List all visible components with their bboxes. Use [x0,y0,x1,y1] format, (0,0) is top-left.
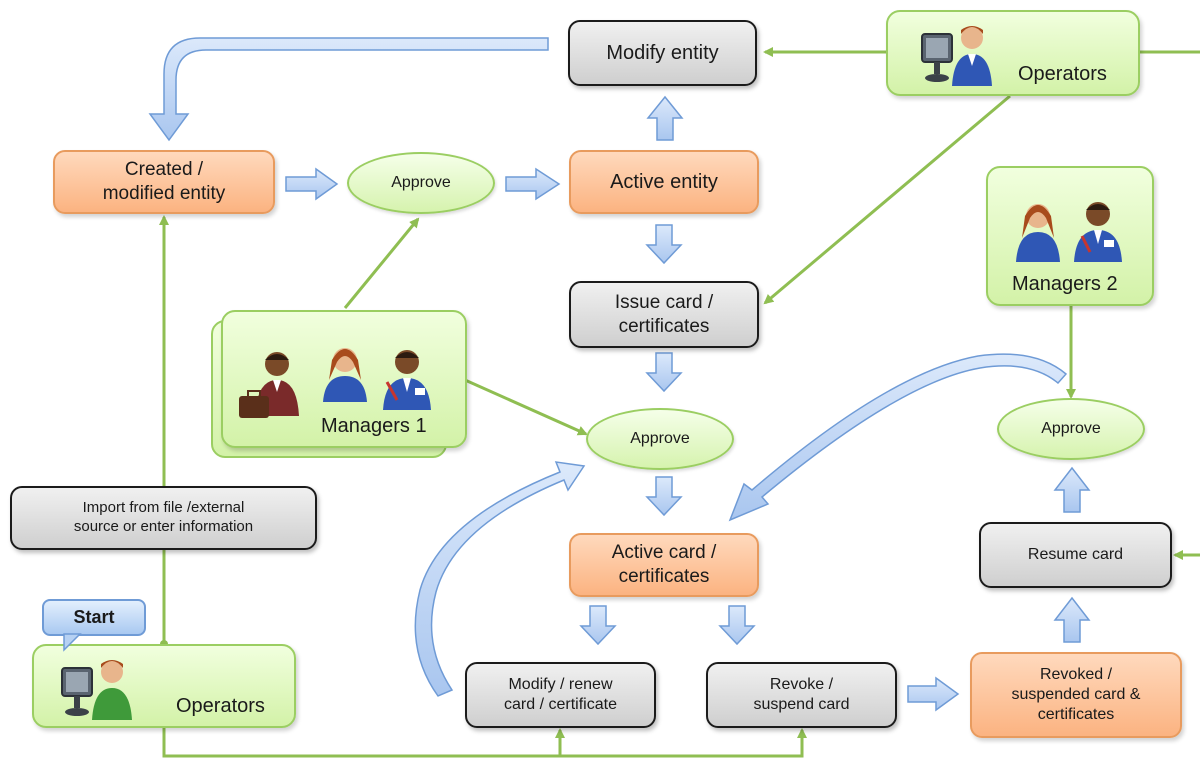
managers-1-group[interactable]: Managers 1 [221,310,467,448]
revoke-line2: suspend card [753,696,850,713]
manager-woman-icon [323,348,367,402]
modify-renew-node[interactable]: Modify / renew card / certificate [465,662,656,728]
operator-at-computer-icon [61,660,132,720]
revoked-line2: suspended card & [1011,686,1141,703]
created-entity-node[interactable]: Created / modified entity [53,150,275,214]
operator-at-computer-icon [921,26,992,86]
issue-card-line2: certificates [618,315,710,337]
modify-renew-line2: card / certificate [504,696,617,713]
manager-with-briefcase-icon [239,352,299,418]
active-card-line1: Active card / [611,542,717,564]
resume-card-node[interactable]: Resume card [979,522,1172,588]
active-entity-node[interactable]: Active entity [569,150,759,214]
revoked-node[interactable]: Revoked / suspended card & certificates [970,652,1182,738]
start-label: Start [73,607,115,627]
managers-1-label: Managers 1 [321,415,427,437]
revoked-line1: Revoked / [1039,666,1113,683]
green-connectors [159,47,1200,758]
approve-card-node[interactable]: Approve [586,408,734,470]
active-card-line2: certificates [618,566,710,587]
approve-entity-node[interactable]: Approve [347,152,495,214]
created-entity-line1: Created / [124,159,204,181]
import-line2: source or enter information [73,518,254,535]
managers-2-label: Managers 2 [1012,273,1118,295]
start-callout: Start [42,599,146,636]
modify-entity-node[interactable]: Modify entity [568,20,757,86]
manager-signing-icon [383,350,431,410]
active-entity-label: Active entity [610,170,718,193]
import-line1: Import from file /external [82,499,245,517]
revoked-line3: certificates [1037,706,1115,723]
operators-bottom-group[interactable]: Operators [32,644,296,728]
issue-card-line1: Issue card / [614,291,714,313]
resume-card-label: Resume card [1027,546,1124,563]
approve-card-label: Approve [630,430,690,447]
approve-resume-node[interactable]: Approve [997,398,1145,460]
operators-top-label: Operators [1018,63,1107,85]
approve-entity-label: Approve [391,174,451,191]
approve-resume-label: Approve [1041,420,1101,437]
revoke-line1: Revoke / [769,676,834,693]
operators-top-group[interactable]: Operators [886,10,1140,96]
operators-bottom-label: Operators [176,695,265,717]
issue-card-node[interactable]: Issue card / certificates [569,281,759,348]
import-node[interactable]: Import from file /external source or ent… [10,486,317,550]
created-entity-line2: modified entity [102,183,226,204]
blue-flow-arrows [148,37,1091,712]
revoke-node[interactable]: Revoke / suspend card [706,662,897,728]
modify-renew-line1: Modify / renew [508,676,613,693]
managers-2-icon [1016,202,1122,262]
active-card-node[interactable]: Active card / certificates [569,533,759,597]
managers-2-group[interactable]: Managers 2 [986,166,1154,306]
managers-1-icon [239,348,431,418]
modify-entity-label: Modify entity [606,41,719,64]
